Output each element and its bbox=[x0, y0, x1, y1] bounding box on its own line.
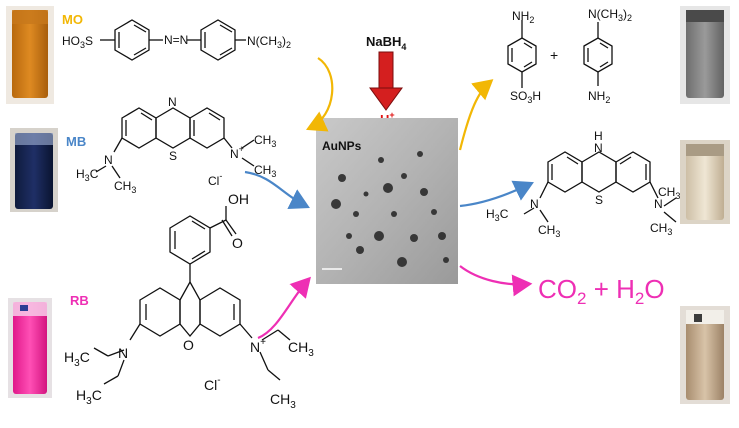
mb-left-me2: CH3 bbox=[114, 179, 136, 195]
mo-so3h: HO3S bbox=[62, 34, 93, 50]
mo-products-plus: + bbox=[550, 47, 558, 63]
rb-left-et2: H3C bbox=[76, 387, 102, 407]
label-mb: MB bbox=[66, 134, 86, 149]
mb-product-left-me1: H3C bbox=[486, 207, 509, 223]
rb-carbonyl-o: O bbox=[232, 235, 243, 251]
vial-mo-after bbox=[680, 6, 730, 104]
rb-right-et2: CH3 bbox=[270, 391, 296, 411]
mo-dimethylamine: N(CH3)2 bbox=[247, 34, 291, 50]
mb-product-right-n: N bbox=[654, 197, 663, 211]
rb-left-et1: H3C bbox=[64, 349, 90, 369]
mo-p1-top: NH2 bbox=[512, 9, 534, 25]
arrow-rb-in bbox=[258, 280, 308, 338]
mb-counter-ion: Cl- bbox=[208, 171, 222, 188]
label-mo: MO bbox=[62, 12, 83, 27]
arrow-mb-out bbox=[460, 184, 530, 206]
mb-product-nh-n: N bbox=[594, 141, 603, 155]
reagent-nabh4: NaBH4 bbox=[366, 34, 406, 52]
rb-counter-ion: Cl- bbox=[204, 375, 221, 393]
mo-p1-bottom: SO3H bbox=[510, 89, 541, 105]
mo-p2-top: N(CH3)2 bbox=[588, 7, 632, 23]
mb-product-left-n: N bbox=[530, 197, 539, 211]
mb-left-n: N bbox=[104, 153, 113, 167]
mb-product-left-me2: CH3 bbox=[538, 223, 560, 239]
mb-molecule bbox=[96, 108, 254, 178]
catalyst-label: AuNPs bbox=[322, 139, 362, 153]
vial-mb-before bbox=[10, 128, 58, 212]
vial-rb-after bbox=[680, 306, 730, 404]
mo-azo: N=N bbox=[164, 33, 188, 47]
arrow-mo-out bbox=[460, 82, 490, 150]
mo-product-dimethylphenylenediamine bbox=[584, 22, 612, 86]
mb-product-leuco bbox=[524, 152, 676, 222]
rb-product: CO2 + H2O bbox=[538, 274, 665, 308]
rb-left-n: N bbox=[118, 345, 128, 361]
rb-right-et1: CH3 bbox=[288, 339, 314, 359]
mb-product-right-me1: CH3 bbox=[658, 185, 680, 201]
mb-ring-s: S bbox=[169, 149, 177, 163]
mb-left-me1: H3C bbox=[76, 167, 99, 183]
label-rb: RB bbox=[70, 293, 89, 308]
arrow-mo-in bbox=[310, 58, 332, 128]
reagent-arrow bbox=[370, 52, 402, 110]
mo-p2-bottom: NH2 bbox=[588, 89, 610, 105]
vial-rb-before bbox=[8, 298, 52, 398]
rb-ring-o: O bbox=[183, 337, 194, 353]
vial-mo-before bbox=[6, 6, 54, 104]
mb-product-right-me2: CH3 bbox=[650, 221, 672, 237]
rb-right-n: N+ bbox=[250, 337, 266, 355]
mb-right-me1: CH3 bbox=[254, 133, 276, 149]
arrow-rb-out bbox=[460, 266, 528, 284]
rb-cooh: OH bbox=[228, 191, 249, 207]
mb-right-me2: CH3 bbox=[254, 163, 276, 179]
mb-product-s: S bbox=[595, 193, 603, 207]
mb-ring-n: N bbox=[168, 95, 177, 109]
vial-mb-after bbox=[680, 140, 730, 224]
mo-product-sulfanilic bbox=[508, 20, 536, 88]
